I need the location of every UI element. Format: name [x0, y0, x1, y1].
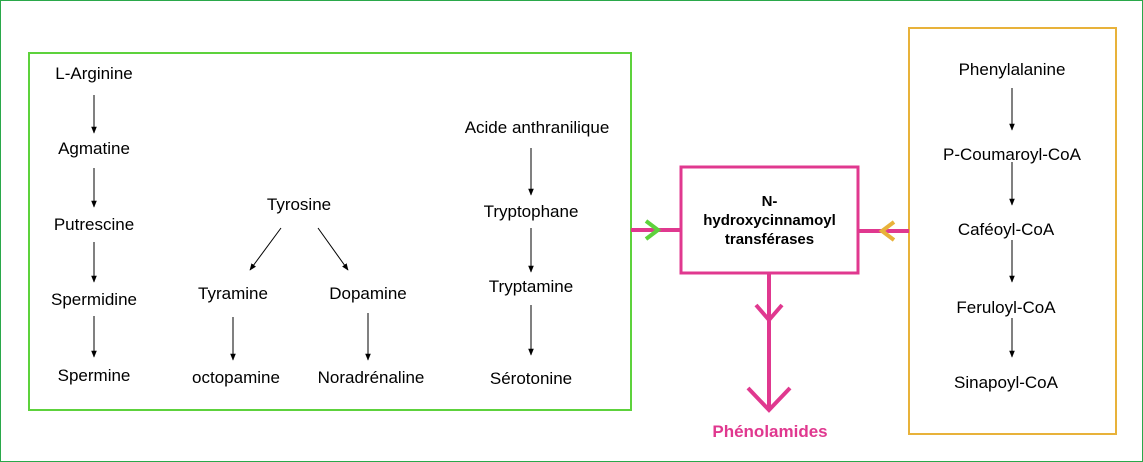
connector-left-chevron [644, 219, 662, 241]
node-sinapoyl-coa: Sinapoyl-CoA [954, 373, 1058, 392]
node-octopamine: octopamine [192, 368, 280, 387]
node-l-arginine: L-Arginine [55, 64, 133, 83]
arrow-tyrosine-left [249, 227, 282, 271]
arrow-tyrosine-right [317, 227, 349, 271]
output-arrow-head [746, 386, 792, 413]
node-serotonine: Sérotonine [489, 369, 573, 388]
node-cafeoyl-coa: Caféoyl-CoA [957, 220, 1055, 239]
node-tryptophane: Tryptophane [483, 202, 579, 221]
node-feruloyl-coa: Feruloyl-CoA [956, 298, 1056, 317]
node-phenylalanine: Phenylalanine [958, 60, 1066, 79]
enzyme-label-line-2: hydroxycinnamoyl [703, 211, 836, 229]
node-dopamine: Dopamine [329, 284, 407, 303]
node-spermidine: Spermidine [51, 290, 137, 309]
node-tyrosine: Tyrosine [266, 195, 332, 214]
enzyme-label-line-1: N- [761, 192, 778, 210]
node-acide-anthranilique: Acide anthranilique [464, 118, 610, 137]
node-spermine: Spermine [57, 366, 131, 385]
enzyme-label: N- hydroxycinnamoyl transférases [681, 167, 858, 273]
node-agmatine: Agmatine [58, 139, 130, 158]
connector-right-chevron [878, 220, 896, 242]
node-p-coumaroyl-coa: P-Coumaroyl-CoA [943, 145, 1081, 164]
product-phenolamides: Phénolamides [712, 422, 828, 441]
node-noradrenaline: Noradrénaline [317, 368, 425, 387]
enzyme-label-line-3: transférases [724, 230, 815, 248]
node-putrescine: Putrescine [53, 215, 135, 234]
node-tyramine: Tyramine [198, 284, 268, 303]
node-tryptamine: Tryptamine [488, 277, 574, 296]
output-arrow-chevron-upper [754, 303, 784, 324]
